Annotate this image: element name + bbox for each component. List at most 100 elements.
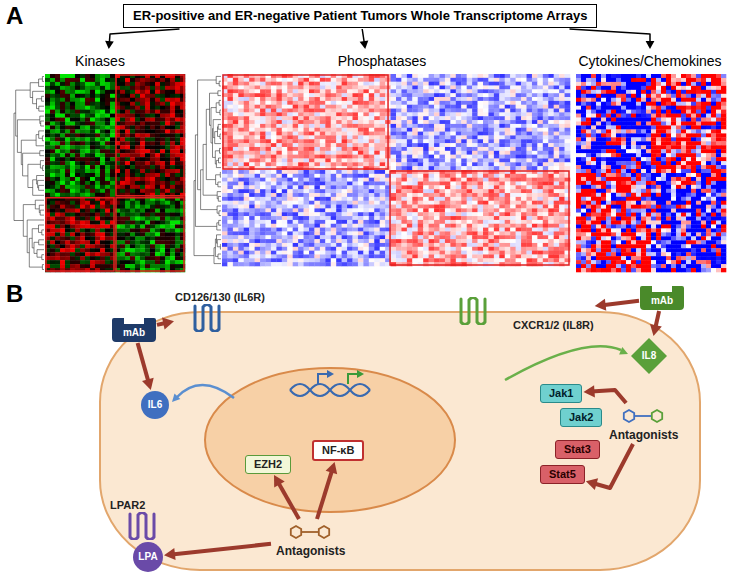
heatmap-cell	[80, 228, 85, 232]
heatmap-cell	[347, 93, 353, 97]
heatmap-cell	[85, 236, 90, 240]
heatmap-cell	[309, 97, 315, 101]
heatmap-cell	[85, 78, 90, 82]
heatmap-cell	[423, 101, 429, 105]
heatmap-cell	[165, 122, 170, 126]
heatmap-cell	[160, 153, 165, 157]
heatmap-cell	[90, 185, 95, 189]
heatmap-cell	[150, 177, 155, 181]
connector-line	[278, 482, 299, 519]
heatmap-cell	[100, 82, 105, 86]
heatmap-cell	[130, 149, 135, 153]
heatmap-cell	[175, 133, 180, 137]
heatmap-cell	[304, 89, 310, 93]
heatmap-cell	[70, 260, 75, 264]
heatmap-cell	[374, 93, 380, 97]
dna-strand	[290, 384, 370, 396]
heatmap-cell	[65, 173, 70, 177]
heatmap-cell	[287, 97, 293, 101]
heatmap-cell	[60, 224, 65, 228]
heatmap-cell	[543, 89, 549, 93]
heatmap-cell	[75, 110, 80, 114]
heatmap-cell	[155, 252, 160, 256]
heatmap-cell	[95, 221, 100, 225]
heatmap-cell	[95, 217, 100, 221]
heatmap-cell	[175, 153, 180, 157]
heatmap-cell	[95, 260, 100, 264]
heatmap-cell	[347, 89, 353, 93]
heatmap-cell	[65, 125, 70, 129]
heatmap-cell	[125, 236, 130, 240]
heatmap-cell	[70, 205, 75, 209]
heatmap-cell	[45, 137, 50, 141]
heatmap-cell	[55, 74, 60, 78]
heatmap-cell	[353, 101, 359, 105]
heatmap-cell	[45, 122, 50, 126]
heatmap-cell	[135, 82, 140, 86]
heatmap-cell	[105, 193, 110, 197]
heatmap-cell	[170, 209, 175, 213]
heatmap-cell	[461, 101, 467, 105]
heatmap-cell	[60, 94, 65, 98]
heatmap-cell	[65, 189, 70, 193]
heatmap-cell	[407, 86, 413, 90]
heatmap-cell	[135, 169, 140, 173]
heatmap-cell	[130, 260, 135, 264]
heatmap-cell	[238, 97, 244, 101]
heatmap-cell	[175, 157, 180, 161]
heatmap-cell	[85, 133, 90, 137]
heatmap-cell	[95, 141, 100, 145]
heatmap-cell	[145, 133, 150, 137]
heatmap-cell	[50, 252, 55, 256]
heatmap-cell	[532, 101, 538, 105]
heatmap-cell	[175, 86, 180, 90]
heatmap-cell	[374, 78, 380, 82]
heatmap-cell	[50, 201, 55, 205]
heatmap-cell	[140, 205, 145, 209]
heatmap-cell	[559, 101, 565, 105]
heatmap-cell	[336, 97, 342, 101]
heatmap-cell	[45, 149, 50, 153]
heatmap-cell	[80, 118, 85, 122]
heatmap-cell	[105, 228, 110, 232]
heatmap-cell	[396, 101, 402, 105]
heatmap-cell	[105, 224, 110, 228]
heatmap-cell	[105, 94, 110, 98]
heatmap-cell	[325, 101, 331, 105]
heatmap-cell	[80, 236, 85, 240]
heatmap-cell	[155, 177, 160, 181]
heatmap-cell	[450, 93, 456, 97]
cluster-outline	[116, 198, 184, 271]
heatmap-cell	[175, 118, 180, 122]
arrow-connector	[360, 29, 369, 49]
heatmap-cell	[135, 201, 140, 205]
heatmap-cell	[75, 82, 80, 86]
heatmap-cell	[309, 105, 315, 109]
heatmap-cell	[125, 90, 130, 94]
heatmap-cell	[160, 185, 165, 189]
heatmap-cell	[554, 86, 560, 90]
heatmap-cell	[135, 217, 140, 221]
heatmap-cell	[90, 221, 95, 225]
heatmap-cell	[80, 82, 85, 86]
heatmap-cell	[125, 145, 130, 149]
heatmap-cell	[70, 173, 75, 177]
heatmap-cell	[160, 145, 165, 149]
heatmap-cell	[85, 137, 90, 141]
heatmap-cell	[90, 161, 95, 165]
heatmap-cell	[70, 256, 75, 260]
heatmap-cell	[401, 89, 407, 93]
heatmap-cell	[309, 89, 315, 93]
heatmap-cell	[450, 89, 456, 93]
heatmap-cell	[145, 232, 150, 236]
heatmap-cell	[90, 205, 95, 209]
heatmap-cell	[120, 201, 125, 205]
heatmap-cell	[90, 86, 95, 90]
heatmap-cell	[100, 224, 105, 228]
heatmap-cell	[150, 141, 155, 145]
heatmap-cell	[75, 74, 80, 78]
heatmap-cell	[105, 256, 110, 260]
heatmap-cell	[70, 137, 75, 141]
heatmap-cell	[401, 78, 407, 82]
heatmap-cell	[70, 94, 75, 98]
